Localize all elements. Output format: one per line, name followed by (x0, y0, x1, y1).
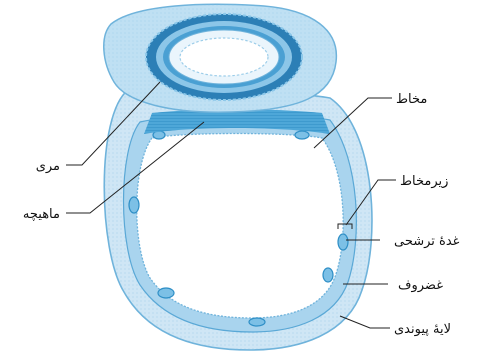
gland (249, 318, 265, 326)
gland (129, 197, 139, 213)
gland (323, 268, 333, 282)
label-cartilage: غضروف (398, 278, 443, 293)
gland (158, 288, 174, 298)
label-esophagus: مری (36, 159, 60, 174)
label-mucosa: مخاط (396, 92, 427, 107)
label-connective-tissue: لایهٔ پیوندی (394, 322, 451, 337)
label-submucosa: زیرمخاط (400, 174, 448, 189)
gland (338, 234, 348, 250)
leader-connective (340, 316, 390, 328)
label-serous-gland: غدهٔ ترشحی (394, 234, 460, 249)
gland (295, 131, 309, 139)
label-muscle: ماهیچه (23, 207, 60, 222)
esophagus (104, 4, 337, 112)
